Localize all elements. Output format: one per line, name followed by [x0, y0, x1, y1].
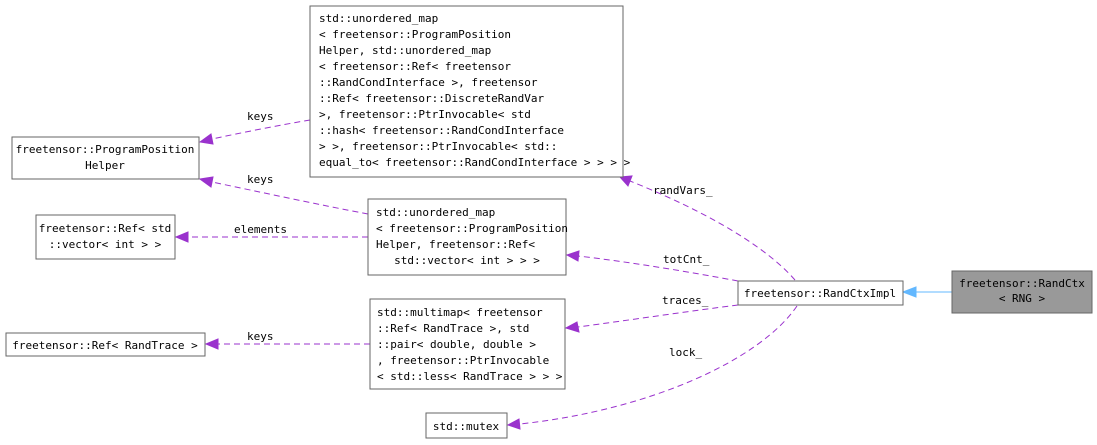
node-multimap-line: std::multimap< freetensor: [377, 306, 543, 319]
node-umap-big-line: < freetensor::ProgramPosition: [319, 28, 511, 41]
node-refvec-line: ::vector< int > >: [49, 238, 162, 251]
node-multimap-line: , freetensor::PtrInvocable: [377, 354, 549, 367]
node-umap-big-line: > >, freetensor::PtrInvocable< std::: [319, 140, 557, 153]
node-multimap-line: ::pair< double, double >: [377, 338, 536, 351]
edge-lock: [506, 305, 798, 430]
node-randctximpl[interactable]: freetensor::RandCtxImpl: [737, 280, 904, 306]
node-umap-small-line: Helper, freetensor::Ref<: [376, 238, 535, 251]
node-umap-small-line: < freetensor::ProgramPosition: [376, 222, 568, 235]
edge-label-totcnt: totCnt_: [663, 253, 710, 266]
node-randctx[interactable]: freetensor::RandCtx < RNG >: [951, 270, 1093, 314]
node-program-position-helper[interactable]: freetensor::ProgramPosition Helper: [11, 136, 200, 180]
node-umap-big-line: ::hash< freetensor::RandCondInterface: [319, 124, 564, 137]
node-randctx-line: freetensor::RandCtx: [959, 277, 1085, 290]
edge-elements: [174, 231, 368, 243]
edge-label-traces: traces_: [662, 294, 709, 307]
node-umap-small-line: std::vector< int > > >: [394, 254, 540, 267]
edge-label-keys-umap-big: keys: [247, 110, 274, 123]
node-std-mutex[interactable]: std::mutex: [425, 412, 508, 439]
node-refvec-line: freetensor::Ref< std: [39, 222, 171, 235]
edge-inherit-randctximpl: [901, 286, 952, 298]
node-umap-big-line: std::unordered_map: [319, 12, 438, 25]
node-multimap-line: < std::less< RandTrace > > >: [377, 370, 563, 383]
node-umap-big-line: ::RandCondInterface >, freetensor: [319, 76, 538, 89]
edge-traces: [564, 304, 739, 333]
edge-label-elements: elements: [234, 223, 287, 236]
node-unordered-map-small[interactable]: std::unordered_map < freetensor::Program…: [367, 198, 568, 276]
edge-label-lock: lock_: [669, 346, 702, 359]
node-ref-vector-int[interactable]: freetensor::Ref< std ::vector< int > >: [35, 214, 176, 260]
node-pph-line: Helper: [85, 159, 125, 172]
node-multimap[interactable]: std::multimap< freetensor ::Ref< RandTra…: [369, 298, 566, 390]
node-mutex-line: std::mutex: [433, 420, 500, 433]
node-umap-big-line: equal_to< freetensor::RandCondInterface …: [319, 156, 631, 169]
node-umap-big-line: Helper, std::unordered_map: [319, 44, 491, 57]
edge-randvars: [618, 175, 796, 281]
node-umap-big-line: >, freetensor::PtrInvocable< std: [319, 108, 531, 121]
edge-keys-umap-small: [198, 176, 369, 215]
edge-keys-multimap: [204, 338, 370, 350]
node-umap-big-line: < freetensor::Ref< freetensor: [319, 60, 511, 73]
node-umap-small-line: std::unordered_map: [376, 206, 495, 219]
edge-label-randvars: randVars_: [653, 184, 713, 197]
node-pph-line: freetensor::ProgramPosition: [16, 143, 195, 156]
edge-keys-umap-big: [198, 119, 311, 145]
node-multimap-line: ::Ref< RandTrace >, std: [377, 322, 529, 335]
node-unordered-map-big[interactable]: std::unordered_map < freetensor::Program…: [309, 5, 631, 178]
node-randctximpl-line: freetensor::RandCtxImpl: [744, 287, 896, 300]
edge-label-keys-umap-small: keys: [247, 173, 274, 186]
node-randctx-line: < RNG >: [999, 292, 1046, 305]
node-ref-randtrace[interactable]: freetensor::Ref< RandTrace >: [5, 332, 206, 357]
node-umap-big-line: ::Ref< freetensor::DiscreteRandVar: [319, 92, 545, 105]
edge-totcnt: [565, 250, 739, 282]
node-reftrace-line: freetensor::Ref< RandTrace >: [12, 339, 198, 352]
edge-label-keys-multimap: keys: [247, 330, 274, 343]
